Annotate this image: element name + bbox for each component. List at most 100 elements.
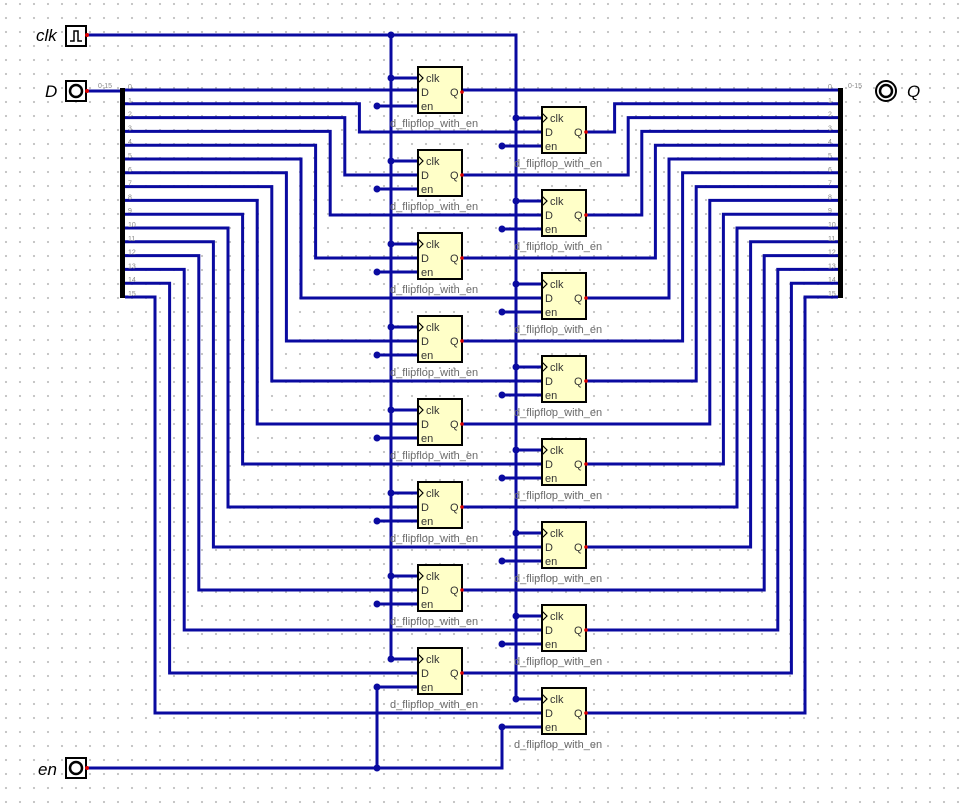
- input-pin-icon: [68, 83, 84, 99]
- ff-port-clk: clk: [426, 405, 440, 417]
- bit-label: 10: [828, 222, 836, 229]
- junction-dot: [512, 363, 520, 371]
- clock-triangle-icon: [541, 361, 548, 373]
- ff-port-en: en: [545, 722, 557, 734]
- junction-dot: [387, 31, 395, 39]
- ff-port-clk: clk: [550, 279, 564, 291]
- ff-port-q: Q: [450, 419, 459, 431]
- wire: [125, 198, 418, 426]
- ff-port-clk: clk: [550, 196, 564, 208]
- q-label: Q: [907, 82, 920, 101]
- ff-port-q: Q: [450, 253, 459, 265]
- junction-dot: [498, 640, 506, 648]
- input-splitter[interactable]: 0-15: [98, 83, 125, 298]
- ff-port-clk: clk: [550, 113, 564, 125]
- flipflops: clkDenQd_flipflop_with_enclkDenQd_flipfl…: [390, 66, 602, 751]
- wire: [586, 240, 838, 549]
- clock-triangle-icon: [417, 321, 424, 333]
- ff-port-q: Q: [574, 376, 583, 388]
- ff-name-label: d_flipflop_with_en: [514, 490, 602, 502]
- junction-dot: [387, 489, 395, 497]
- ff-port-q: Q: [450, 585, 459, 597]
- junction-dot: [387, 323, 395, 331]
- ff-name-label: d_flipflop_with_en: [514, 324, 602, 336]
- wire: [125, 102, 542, 134]
- bit-label: 2: [128, 112, 132, 119]
- bit-label: 6: [128, 167, 132, 174]
- clk-input-pin[interactable]: [65, 25, 89, 47]
- junction-dot: [498, 225, 506, 233]
- ff-port-d: D: [421, 336, 429, 348]
- ff-port-clk: clk: [426, 654, 440, 666]
- junction-dot: [498, 474, 506, 482]
- wire: [462, 198, 838, 426]
- clock-triangle-icon: [541, 112, 548, 124]
- bit-label: 0: [828, 84, 832, 91]
- junction-dot: [387, 655, 395, 663]
- bit-label: 15: [828, 291, 836, 298]
- ff-port-clk: clk: [426, 571, 440, 583]
- clock-icon: [70, 30, 82, 42]
- ff-port-en: en: [421, 682, 433, 694]
- en-input-pin[interactable]: [65, 757, 89, 779]
- wires: [87, 33, 838, 770]
- wire: [125, 129, 542, 217]
- ff-port-d: D: [421, 668, 429, 680]
- ff-port-d: D: [545, 293, 553, 305]
- input-pin-icon: [68, 760, 84, 776]
- bit-label: 3: [828, 125, 832, 132]
- ff-port-en: en: [545, 556, 557, 568]
- ff-port-d: D: [545, 210, 553, 222]
- ff-port-en: en: [545, 390, 557, 402]
- ff-port-q: Q: [574, 459, 583, 471]
- ff-port-q: Q: [450, 668, 459, 680]
- ff-port-clk: clk: [550, 445, 564, 457]
- ff-port-q: Q: [574, 293, 583, 305]
- ff-name-label: d_flipflop_with_en: [514, 158, 602, 170]
- ff-name-label: d_flipflop_with_en: [514, 407, 602, 419]
- bit-label: 1: [128, 98, 132, 105]
- ff-port-d: D: [421, 502, 429, 514]
- bit-label: 12: [128, 250, 136, 257]
- clock-triangle-icon: [417, 72, 424, 84]
- d-input-pin[interactable]: [65, 80, 89, 102]
- wire: [125, 171, 418, 343]
- wire: [586, 267, 838, 632]
- bit-label: 8: [128, 194, 132, 201]
- wire: [125, 116, 418, 177]
- junction-dot: [498, 308, 506, 316]
- wire: [87, 727, 504, 770]
- junction-dot: [498, 142, 506, 150]
- ff-port-en: en: [545, 639, 557, 651]
- ff-port-d: D: [545, 708, 553, 720]
- ff-port-d: D: [421, 253, 429, 265]
- junction-dot: [373, 517, 381, 525]
- clock-triangle-icon: [417, 404, 424, 416]
- q-output-pin[interactable]: [875, 80, 897, 102]
- junction-dot: [498, 557, 506, 565]
- output-splitter[interactable]: 0-15: [838, 83, 862, 298]
- ff-port-en: en: [545, 473, 557, 485]
- ff-name-label: d_flipflop_with_en: [514, 656, 602, 668]
- ff-name-label: d_flipflop_with_en: [390, 533, 478, 545]
- junction-dot: [373, 600, 381, 608]
- ff-port-en: en: [421, 516, 433, 528]
